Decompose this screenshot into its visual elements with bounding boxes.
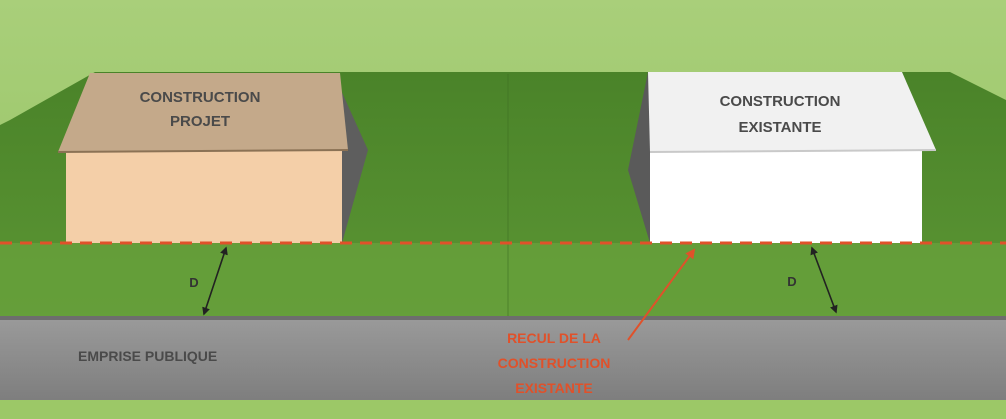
building-projet-eave <box>57 149 349 153</box>
road-band <box>0 318 1006 400</box>
foreground-grass <box>0 400 1006 419</box>
building-projet-side <box>340 88 368 243</box>
building-existante-side <box>628 72 654 243</box>
building-projet-label-line1: CONSTRUCTION <box>140 89 261 106</box>
distance-arrow-left <box>202 246 228 316</box>
road-edge <box>0 316 1006 320</box>
building-existante-eave <box>649 149 937 153</box>
building-existante-label-line2: EXISTANTE <box>738 119 821 136</box>
distance-arrow-right <box>810 246 838 314</box>
building-construction-projet: CONSTRUCTION PROJET <box>57 73 368 243</box>
setback-label-line3: EXISTANTE <box>515 380 593 396</box>
setback-label-line2: CONSTRUCTION <box>498 355 611 371</box>
grass-front-strip <box>0 243 1006 318</box>
distance-label-left: D <box>189 275 198 290</box>
building-projet-label-line2: PROJET <box>170 113 230 130</box>
road-label: EMPRISE PUBLIQUE <box>78 348 217 364</box>
building-existante-roof <box>648 72 936 152</box>
building-existante-label-line1: CONSTRUCTION <box>720 93 841 110</box>
setback-pointer-arrow <box>627 248 696 341</box>
building-projet-wall <box>66 150 342 243</box>
building-projet-roof <box>58 73 348 152</box>
building-construction-existante: CONSTRUCTION EXISTANTE <box>628 72 937 243</box>
distance-label-right: D <box>787 274 796 289</box>
building-existante-wall <box>650 150 922 243</box>
setback-label-line1: RECUL DE LA <box>507 330 601 346</box>
